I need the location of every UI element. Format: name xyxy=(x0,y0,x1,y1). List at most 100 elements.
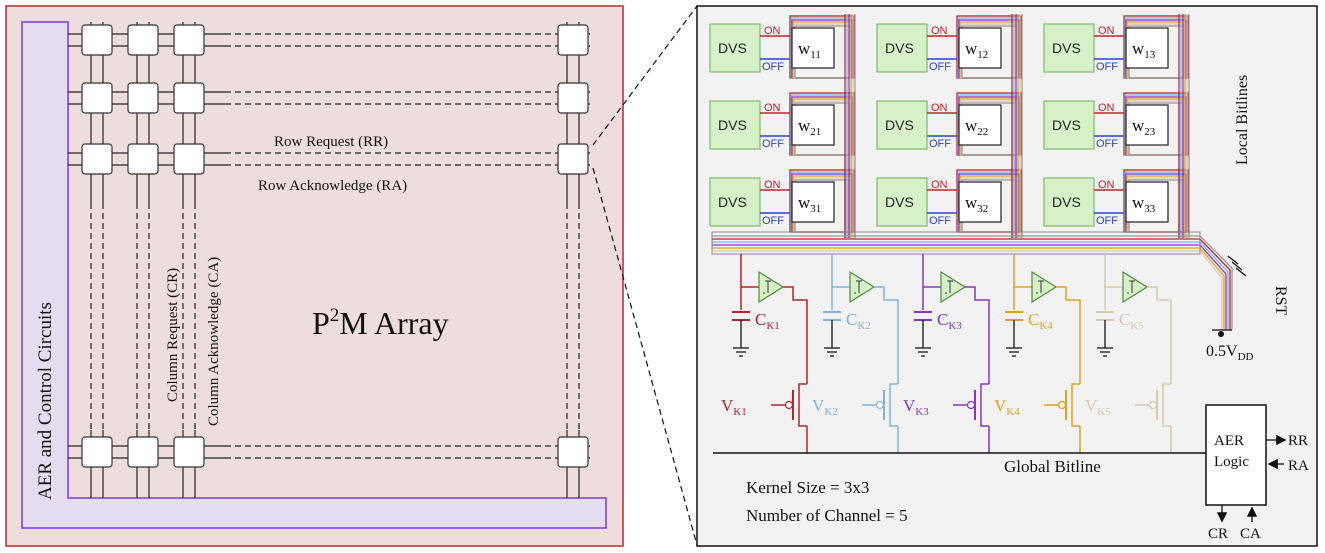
weight-subscript: 12 xyxy=(977,49,988,61)
weight-label: w23 xyxy=(1132,116,1156,138)
dvs-box xyxy=(709,100,761,150)
weight-label: w13 xyxy=(1132,39,1156,61)
ground-symbol xyxy=(824,347,840,357)
weight-box xyxy=(1125,181,1169,223)
weight-symbol: w xyxy=(798,116,811,135)
transistor-channel xyxy=(980,383,989,427)
local-bitlines-label: Local Bitlines xyxy=(1234,75,1251,165)
off-label: OFF xyxy=(929,138,951,150)
comparator-symbol xyxy=(1036,280,1044,294)
transistor-channel xyxy=(1071,383,1080,427)
zoom-line-top xyxy=(592,5,698,146)
aer-control-strip xyxy=(21,21,607,529)
pixel-box xyxy=(173,82,205,114)
comparator-symbol xyxy=(945,280,953,294)
dvs-box xyxy=(1043,177,1095,227)
dvs-label: DVS xyxy=(1052,40,1081,56)
on-label: ON xyxy=(931,102,948,114)
capacitor-label: CK2 xyxy=(846,310,871,332)
vdd-sub: DD xyxy=(1238,351,1254,363)
weight-box xyxy=(1125,104,1169,146)
rr-label: RR xyxy=(1288,433,1308,449)
cr-label: CR xyxy=(1208,526,1228,542)
ground-symbol xyxy=(915,347,931,357)
transistor-bubble xyxy=(1057,400,1067,410)
comparator-output xyxy=(1056,286,1081,384)
on-label: ON xyxy=(764,25,781,37)
comparator xyxy=(1031,270,1058,304)
aer-logic-box xyxy=(1205,404,1267,506)
gate-voltage-label: VK2 xyxy=(812,396,838,418)
off-label: OFF xyxy=(762,215,784,227)
weight-symbol: w xyxy=(1132,116,1145,135)
aer-logic-line1: AER xyxy=(1214,433,1244,449)
transistor-bubble xyxy=(784,400,794,410)
weight-symbol: w xyxy=(1132,39,1145,58)
weight-label: w31 xyxy=(798,193,821,215)
weight-label: w33 xyxy=(1132,193,1156,215)
comparator-symbol xyxy=(763,280,771,294)
gate-voltage-subscript: K1 xyxy=(733,406,746,418)
gate-voltage-symbol: V xyxy=(903,396,916,415)
capacitor-subscript: K2 xyxy=(857,320,870,332)
weight-symbol: w xyxy=(965,116,978,135)
comparator-output xyxy=(965,286,990,384)
weight-label: w22 xyxy=(965,116,988,138)
weight-subscript: 31 xyxy=(810,203,821,215)
weight-subscript: 11 xyxy=(810,49,821,61)
gate-voltage-subscript: K5 xyxy=(1097,406,1111,418)
on-label: ON xyxy=(764,102,781,114)
transistor-bubble xyxy=(875,400,885,410)
ra-label: RA xyxy=(1288,458,1309,474)
comparator-output xyxy=(783,286,808,384)
dvs-box xyxy=(876,177,928,227)
weight-box xyxy=(958,104,1002,146)
pixel-box xyxy=(81,436,113,468)
bus-wire xyxy=(712,241,1229,330)
gate-voltage-label: VK3 xyxy=(903,396,929,418)
weight-box xyxy=(958,27,1002,69)
bus-wire xyxy=(712,235,1233,330)
capacitor-label: CK4 xyxy=(1028,310,1053,332)
dvs-box xyxy=(876,23,928,73)
col-ack-label: Column Acknowledge (CA) xyxy=(206,257,222,426)
weight-subscript: 13 xyxy=(1144,49,1156,61)
dvs-label: DVS xyxy=(885,117,914,133)
capacitor-symbol: C xyxy=(1028,310,1039,329)
bitline-bus xyxy=(711,231,1247,337)
weight-label: w12 xyxy=(965,39,988,61)
pixel-box xyxy=(557,436,589,468)
gate-voltage-symbol: V xyxy=(994,396,1007,415)
aer-control-label: AER and Control Circuits xyxy=(35,302,56,500)
global-bitline-label: Global Bitline xyxy=(1004,457,1101,476)
transistor-bubble xyxy=(966,400,976,410)
comparator-output xyxy=(1147,286,1172,384)
capacitor-subscript: K1 xyxy=(766,320,779,332)
pixel-box xyxy=(557,82,589,114)
zoom-line-bottom xyxy=(592,167,698,546)
dvs-label: DVS xyxy=(885,40,914,56)
on-label: ON xyxy=(931,25,948,37)
ground-symbol xyxy=(1097,347,1113,357)
pixel-box xyxy=(127,436,159,468)
aer-logic-line2: Logic xyxy=(1214,454,1249,470)
gate-voltage-label: VK1 xyxy=(721,396,747,418)
pixel-box xyxy=(81,24,113,56)
pixel-box xyxy=(557,24,589,56)
gate-voltage-symbol: V xyxy=(812,396,825,415)
weight-subscript: 22 xyxy=(977,126,988,138)
gate-voltage-subscript: K4 xyxy=(1006,406,1020,418)
off-label: OFF xyxy=(1096,138,1118,150)
off-label: OFF xyxy=(929,215,951,227)
comparator-output xyxy=(874,286,899,384)
weight-label: w21 xyxy=(798,116,821,138)
weight-box xyxy=(791,104,835,146)
channel-count-label: Number of Channel = 5 xyxy=(746,506,908,525)
ground-symbol xyxy=(1006,347,1022,357)
capacitor-subscript: K5 xyxy=(1130,320,1144,332)
dvs-box xyxy=(1043,23,1095,73)
ground-symbol xyxy=(733,347,749,357)
